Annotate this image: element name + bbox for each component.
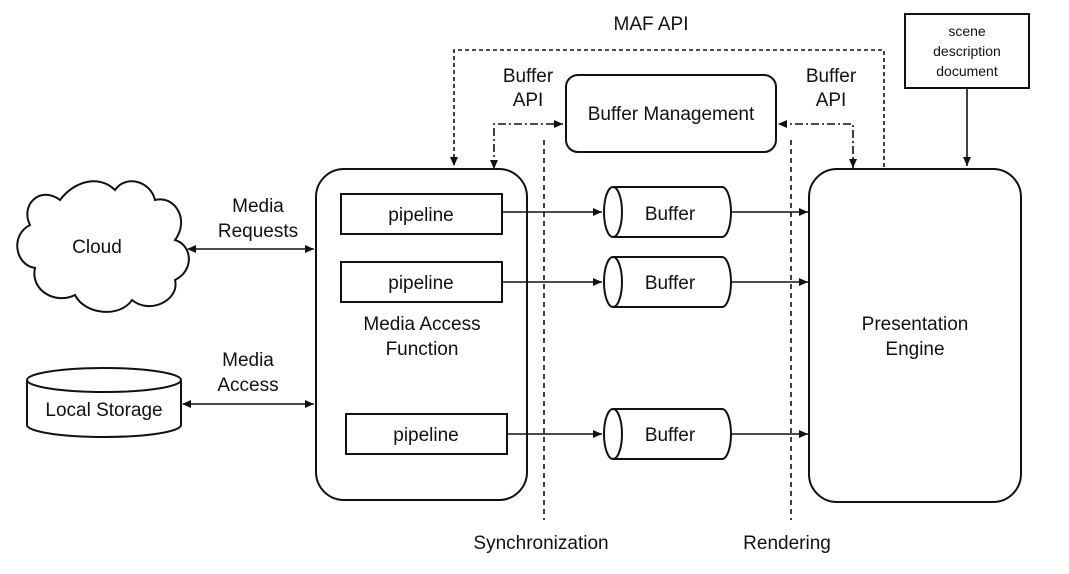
scene-label-line2: description [933,43,1001,59]
local-storage-top [26,367,182,393]
cloud-label: Cloud [72,237,122,258]
scene-label-line1: scene [948,23,986,39]
synchronization-label: Synchronization [473,533,608,554]
buffer-cylinder [603,408,732,460]
pipeline-box [345,413,508,455]
media-access-line1: Media [222,350,274,371]
buffer-api-left-line2: API [513,90,544,111]
buffer-management-label: Buffer Management [588,104,755,125]
media-requests-line2: Requests [218,221,298,242]
pipeline-label: pipeline [393,425,459,446]
media-requests-line1: Media [232,196,284,217]
maf-api-label: MAF API [614,14,689,35]
cloud-shape [16,180,190,313]
pipeline-box [340,261,503,303]
buffer-management-box [565,74,777,153]
buffer-api-right-line1: Buffer [806,66,857,87]
pipeline-label: pipeline [388,273,454,294]
maf-api-connector [450,49,885,170]
pipeline-label: pipeline [388,205,454,226]
media-access-line2: Access [217,375,278,396]
buffer-api-right-line2: API [816,90,847,111]
pipeline-box [340,193,503,235]
scene-label-line3: document [936,63,998,79]
buffer-api-left-line1: Buffer [503,66,554,87]
buffer-label: Buffer [645,204,696,225]
presentation-engine-box [808,168,1022,503]
scene-description-box [904,13,1030,89]
buffer-label: Buffer [645,425,696,446]
buffer-cylinder [603,256,732,308]
local-storage-body [26,380,182,438]
buffer-label: Buffer [645,273,696,294]
buffer-api-right-connector [778,120,857,168]
pe-label-line2: Engine [885,339,944,360]
local-storage-label: Local Storage [45,400,162,421]
maf-label-line1: Media Access [363,314,480,335]
buffer-api-left-connector [490,120,563,169]
buffer-cylinder [603,186,732,238]
pe-label-line1: Presentation [862,314,969,335]
maf-label-line2: Function [386,339,459,360]
rendering-label: Rendering [743,533,831,554]
